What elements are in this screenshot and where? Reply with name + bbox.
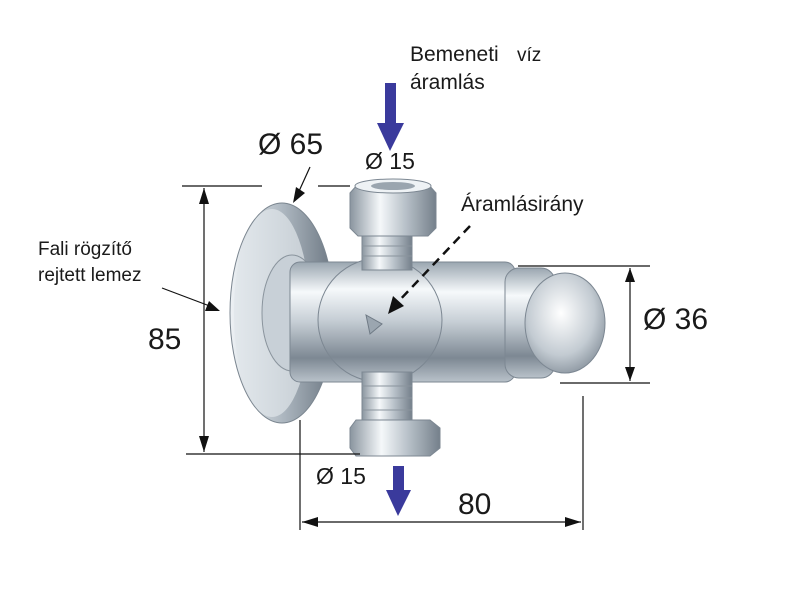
flow-direction-label: Áramlásirány: [461, 193, 584, 216]
inlet-title-line2: áramlás: [410, 71, 485, 94]
button-diameter-label: Ø 36: [643, 303, 709, 336]
inlet-diameter-label: Ø 15: [365, 148, 415, 174]
dimension-arrowheads: [199, 187, 635, 527]
push-button: [504, 267, 606, 379]
outlet-flow-arrow: [386, 466, 411, 516]
inlet-title-line1: Bemeneti: [410, 43, 499, 66]
inlet-fitting: [349, 178, 437, 271]
plate-note-line2: rejtett lemez: [38, 265, 142, 286]
plate-note-line1: Fali rögzítő: [38, 239, 132, 260]
height-dimension-label: 85: [148, 323, 182, 356]
inlet-flow-arrow: [377, 83, 404, 151]
plate-diameter-label: Ø 65: [258, 128, 324, 161]
length-dimension-label: 80: [458, 488, 492, 521]
valve-body: [289, 257, 516, 383]
flow-direction-arrow: [388, 225, 471, 314]
inlet-title-line1b: víz: [517, 45, 542, 66]
outlet-fitting: [349, 371, 441, 457]
outlet-diameter-label: Ø 15: [316, 463, 366, 489]
